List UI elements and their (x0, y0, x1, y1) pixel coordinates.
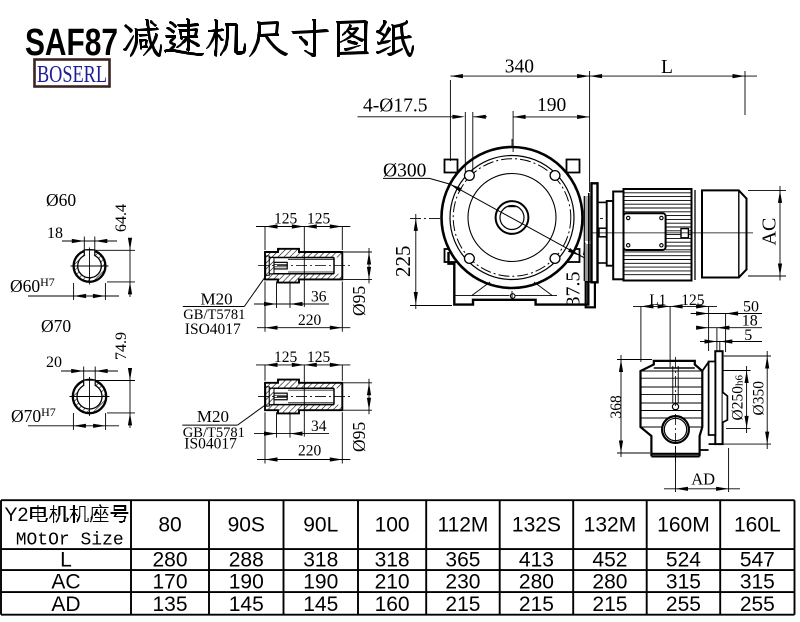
svg-text:365: 365 (445, 549, 480, 572)
svg-text:190: 190 (303, 571, 338, 594)
svg-text:132S: 132S (512, 514, 561, 537)
svg-text:125: 125 (681, 292, 705, 309)
svg-text:Ø70: Ø70 (41, 316, 71, 336)
svg-text:Ø350: Ø350 (751, 381, 768, 416)
svg-text:280: 280 (592, 571, 627, 594)
svg-text:160L: 160L (734, 514, 781, 537)
svg-text:50: 50 (743, 299, 759, 316)
svg-text:ISO4017: ISO4017 (185, 321, 241, 338)
svg-text:125: 125 (307, 211, 331, 228)
svg-text:Ø95: Ø95 (349, 422, 369, 452)
svg-text:315: 315 (740, 571, 775, 594)
svg-text:Ø300: Ø300 (383, 161, 426, 182)
svg-text:18: 18 (47, 225, 63, 242)
svg-text:413: 413 (519, 549, 554, 572)
svg-text:34: 34 (311, 418, 327, 435)
svg-text:GB/T5781: GB/T5781 (183, 425, 245, 441)
svg-text:90S: 90S (228, 514, 265, 537)
svg-text:AC: AC (51, 571, 80, 594)
svg-text:132M: 132M (584, 514, 637, 537)
svg-text:Ø60: Ø60 (46, 190, 76, 210)
svg-text:452: 452 (592, 549, 627, 572)
svg-text:215: 215 (445, 593, 480, 616)
svg-text:318: 318 (375, 549, 410, 572)
svg-text:280: 280 (519, 571, 554, 594)
svg-text:288: 288 (229, 549, 264, 572)
svg-text:M20: M20 (200, 290, 232, 309)
svg-text:255: 255 (666, 593, 701, 616)
svg-text:90L: 90L (303, 514, 338, 537)
svg-text:AD: AD (691, 470, 715, 489)
svg-text:170: 170 (152, 571, 187, 594)
svg-text:Y2: Y2 (5, 504, 29, 526)
svg-text:74.9: 74.9 (113, 332, 130, 360)
svg-text:BOSERL: BOSERL (37, 62, 107, 88)
svg-text:255: 255 (740, 593, 775, 616)
svg-text:145: 145 (303, 593, 338, 616)
svg-text:318: 318 (303, 549, 338, 572)
svg-text:230: 230 (445, 571, 480, 594)
svg-text:112M: 112M (437, 514, 488, 537)
svg-text:L1: L1 (649, 292, 666, 309)
svg-text:340: 340 (505, 57, 534, 78)
svg-text:L: L (60, 549, 72, 572)
svg-text:160M: 160M (657, 514, 710, 537)
svg-text:220: 220 (298, 443, 322, 460)
svg-text:Ø250h6: Ø250h6 (730, 375, 747, 421)
svg-text:Ø95: Ø95 (349, 286, 369, 316)
svg-text:36: 36 (311, 289, 327, 306)
svg-text:220: 220 (298, 312, 322, 329)
svg-text:37.5: 37.5 (563, 272, 585, 307)
svg-text:280: 280 (152, 549, 187, 572)
svg-text:80: 80 (158, 514, 181, 537)
svg-text:AC: AC (759, 218, 781, 246)
svg-text:MOtOr Size: MOtOr Size (16, 531, 124, 551)
svg-text:210: 210 (375, 571, 410, 594)
svg-text:160: 160 (375, 593, 410, 616)
svg-text:190: 190 (229, 571, 264, 594)
svg-text:190: 190 (537, 95, 566, 116)
svg-text:64.4: 64.4 (113, 204, 130, 232)
svg-text:100: 100 (375, 514, 410, 537)
svg-text:5: 5 (744, 327, 752, 344)
svg-text:SAF87: SAF87 (25, 22, 118, 64)
svg-text:225: 225 (391, 246, 415, 278)
svg-text:547: 547 (740, 549, 775, 572)
svg-text:125: 125 (274, 349, 298, 366)
svg-text:125: 125 (274, 211, 298, 228)
svg-text:215: 215 (592, 593, 627, 616)
svg-text:IS04017: IS04017 (184, 436, 237, 453)
svg-text:125: 125 (307, 349, 331, 366)
svg-text:18: 18 (742, 313, 758, 330)
svg-text:145: 145 (229, 593, 264, 616)
svg-text:L: L (661, 57, 673, 78)
svg-text:315: 315 (666, 571, 701, 594)
svg-text:AD: AD (51, 593, 80, 616)
svg-text:4-Ø17.5: 4-Ø17.5 (363, 95, 427, 116)
svg-text:215: 215 (519, 593, 554, 616)
svg-text:135: 135 (152, 593, 187, 616)
svg-text:GB/T5781: GB/T5781 (183, 307, 245, 323)
svg-text:368: 368 (608, 395, 625, 419)
svg-text:M20: M20 (197, 407, 229, 426)
svg-text:524: 524 (666, 549, 701, 572)
svg-text:20: 20 (46, 354, 62, 371)
